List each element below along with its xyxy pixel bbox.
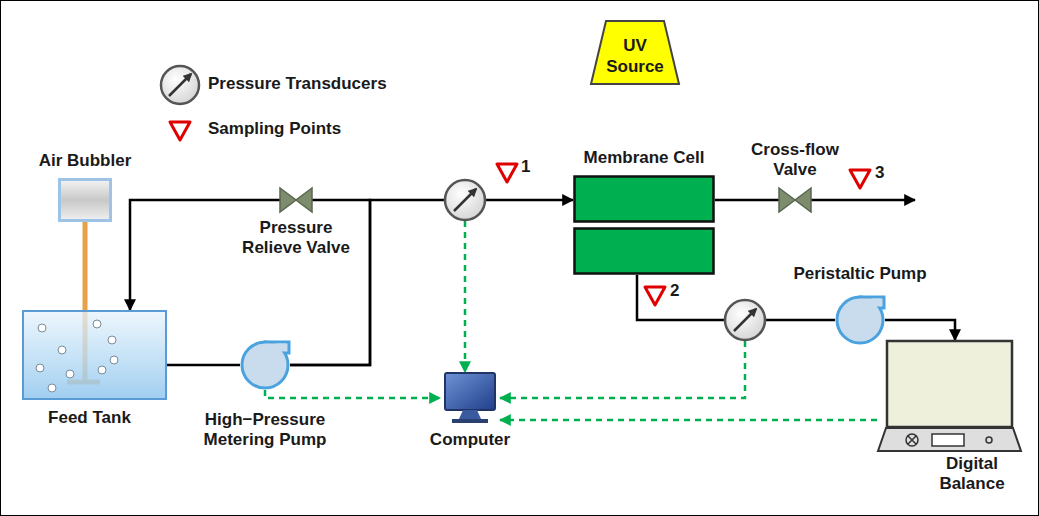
pump-shape	[240, 340, 290, 390]
node-label: Cross-flow Valve	[745, 140, 845, 180]
uv-source: UV Source	[590, 20, 680, 85]
signal-line	[265, 390, 440, 398]
outlet-pipe	[811, 199, 915, 202]
node-label: Digital Balance	[927, 454, 1017, 494]
signal-line	[500, 341, 745, 398]
membrane-cell: Membrane Cell	[573, 175, 715, 275]
pipe	[715, 199, 779, 202]
callout-number: 1	[521, 158, 530, 177]
sampling-point	[497, 164, 517, 182]
air-tube	[83, 222, 88, 310]
node-label: Feed Tank	[17, 408, 162, 428]
pipe	[290, 200, 573, 365]
digital-balance: Digital Balance	[877, 340, 1022, 452]
sampling-point	[850, 170, 870, 188]
peristaltic-pump: Peristaltic Pump	[835, 295, 885, 345]
metering-pump: High−Pressure Metering Pump	[240, 340, 290, 390]
valve-shape	[779, 188, 811, 212]
signal-line	[500, 419, 877, 422]
pump-shape	[835, 295, 885, 345]
pressure-transducer	[445, 180, 485, 220]
node-label: Computer	[420, 430, 520, 450]
sampling-point	[645, 287, 665, 305]
balance-shape	[877, 340, 1022, 452]
node-label: Pressure Relieve Valve	[236, 218, 356, 258]
relief-valve: Pressure Relieve Valve	[280, 188, 312, 212]
node-label: High−Pressure Metering Pump	[195, 410, 335, 450]
legend-text: Sampling Points	[208, 119, 341, 139]
tank-shape	[22, 310, 167, 400]
bubbler-shape	[58, 178, 112, 222]
pipe	[167, 364, 240, 367]
computer-shape	[440, 372, 500, 424]
node-label: Membrane Cell	[564, 148, 724, 168]
legend-text: Pressure Transducers	[208, 74, 387, 94]
callout-number: 3	[875, 164, 884, 183]
air-bubbler: Air Bubbler	[58, 178, 112, 222]
cross-flow-valve: Cross-flow Valve	[779, 188, 811, 212]
pressure-transducer-icon	[160, 65, 204, 109]
computer: Computer	[440, 372, 500, 424]
feed-tank: Feed Tank	[22, 310, 167, 400]
pressure-transducer	[725, 300, 765, 340]
signal-line	[464, 221, 467, 372]
node-label: UV Source	[604, 36, 666, 76]
sampling-point-icon	[160, 110, 204, 154]
membrane-shape	[573, 175, 715, 275]
node-label: Air Bubbler	[25, 151, 145, 171]
valve-shape	[280, 188, 312, 212]
pipe	[885, 320, 955, 340]
callout-number: 2	[670, 282, 679, 301]
node-label: Peristaltic Pump	[780, 264, 940, 284]
